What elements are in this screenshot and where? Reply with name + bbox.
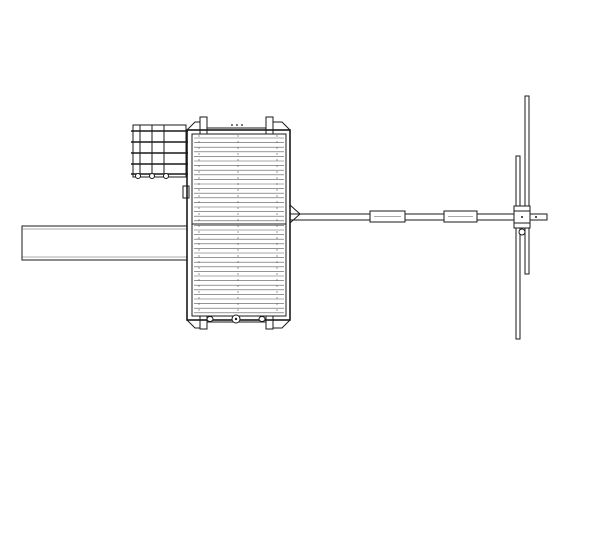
bottom-handle [206, 316, 214, 322]
a-frame-leg [515, 155, 521, 340]
corner-brace [186, 319, 200, 329]
corner-post [265, 116, 274, 135]
ladder-foot [163, 173, 169, 179]
climbing-ladder [131, 124, 188, 179]
deck [186, 116, 291, 330]
bolt [236, 124, 238, 126]
slide [21, 225, 188, 261]
swing-beam-assembly [289, 95, 548, 340]
slide-bed [21, 225, 188, 261]
bolt [231, 124, 233, 126]
corner-post [265, 315, 274, 330]
corner-brace [273, 121, 291, 131]
swing-beam [289, 213, 548, 221]
ladder-foot [135, 173, 141, 179]
corner-post [199, 315, 208, 330]
bottom-handle [258, 316, 266, 322]
steering-wheel-hub [234, 317, 238, 321]
bolt [241, 124, 243, 126]
ladder-foot [149, 173, 155, 179]
corner-brace [273, 319, 291, 329]
beam-end-bolt [535, 216, 537, 218]
corner-post [199, 116, 208, 135]
ladder-frame [132, 124, 187, 178]
a-frame-bolt [518, 228, 526, 236]
a-frame-leg [524, 95, 530, 275]
corner-brace [186, 121, 200, 131]
deck-outer-frame [186, 129, 291, 321]
connector-bracket [182, 185, 190, 199]
a-frame-bolt [521, 216, 523, 218]
deck-floor-boards [192, 137, 286, 314]
